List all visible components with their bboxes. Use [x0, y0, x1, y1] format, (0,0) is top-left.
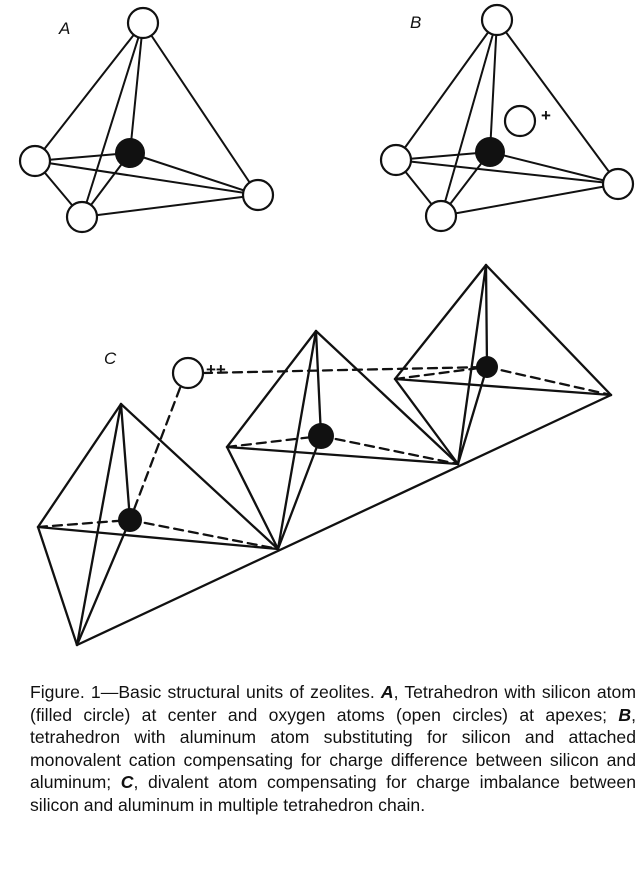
caption-text-b: , tetrahedron with aluminum atom substit… [30, 704, 636, 793]
caption-text-c: , divalent atom compensating for charge … [30, 772, 636, 815]
tetrahedron-a [34, 22, 259, 218]
label-a: A [58, 19, 70, 38]
oxygen-atom [126, 6, 160, 40]
label-b: B [410, 13, 421, 32]
label-c: C [104, 349, 117, 368]
monovalent-cation [503, 104, 537, 138]
oxygen-atom [601, 167, 635, 201]
oxygen-atoms-a [18, 6, 275, 234]
figure-caption: Figure. 1—Basic structural units of zeol… [30, 681, 636, 817]
caption-letter-c: C [120, 772, 134, 793]
silicon-atom [115, 138, 145, 168]
zeolite-structure-diagram: A + B C [18, 3, 635, 647]
oxygen-atom [18, 144, 52, 178]
aluminum-atom [475, 137, 505, 167]
metal-atoms-c [118, 356, 498, 532]
caption-title: Basic structural units of zeolites. [118, 682, 381, 702]
tetrahedral-atom [308, 423, 334, 449]
oxygen-atom [65, 200, 99, 234]
oxygen-atom [379, 143, 413, 177]
oxygen-atom [480, 3, 514, 37]
tetrahedral-atom [118, 508, 142, 532]
figure-label: Figure. 1 [30, 682, 101, 702]
caption-letter-a: A [380, 682, 394, 702]
oxygen-atoms-b [379, 3, 635, 233]
tetrahedral-atom [476, 356, 498, 378]
tetrahedron-chain-c [36, 263, 613, 647]
caption-letter-b: B [618, 704, 632, 725]
oxygen-atom [424, 199, 458, 233]
divalent-charge: ++ [206, 360, 226, 379]
monovalent-charge: + [541, 106, 551, 125]
caption-text-a: , Tetrahedron with silicon atom (filled … [30, 682, 636, 725]
divalent-atom [171, 356, 205, 390]
oxygen-atom [241, 178, 275, 212]
caption-dash: — [100, 682, 119, 702]
